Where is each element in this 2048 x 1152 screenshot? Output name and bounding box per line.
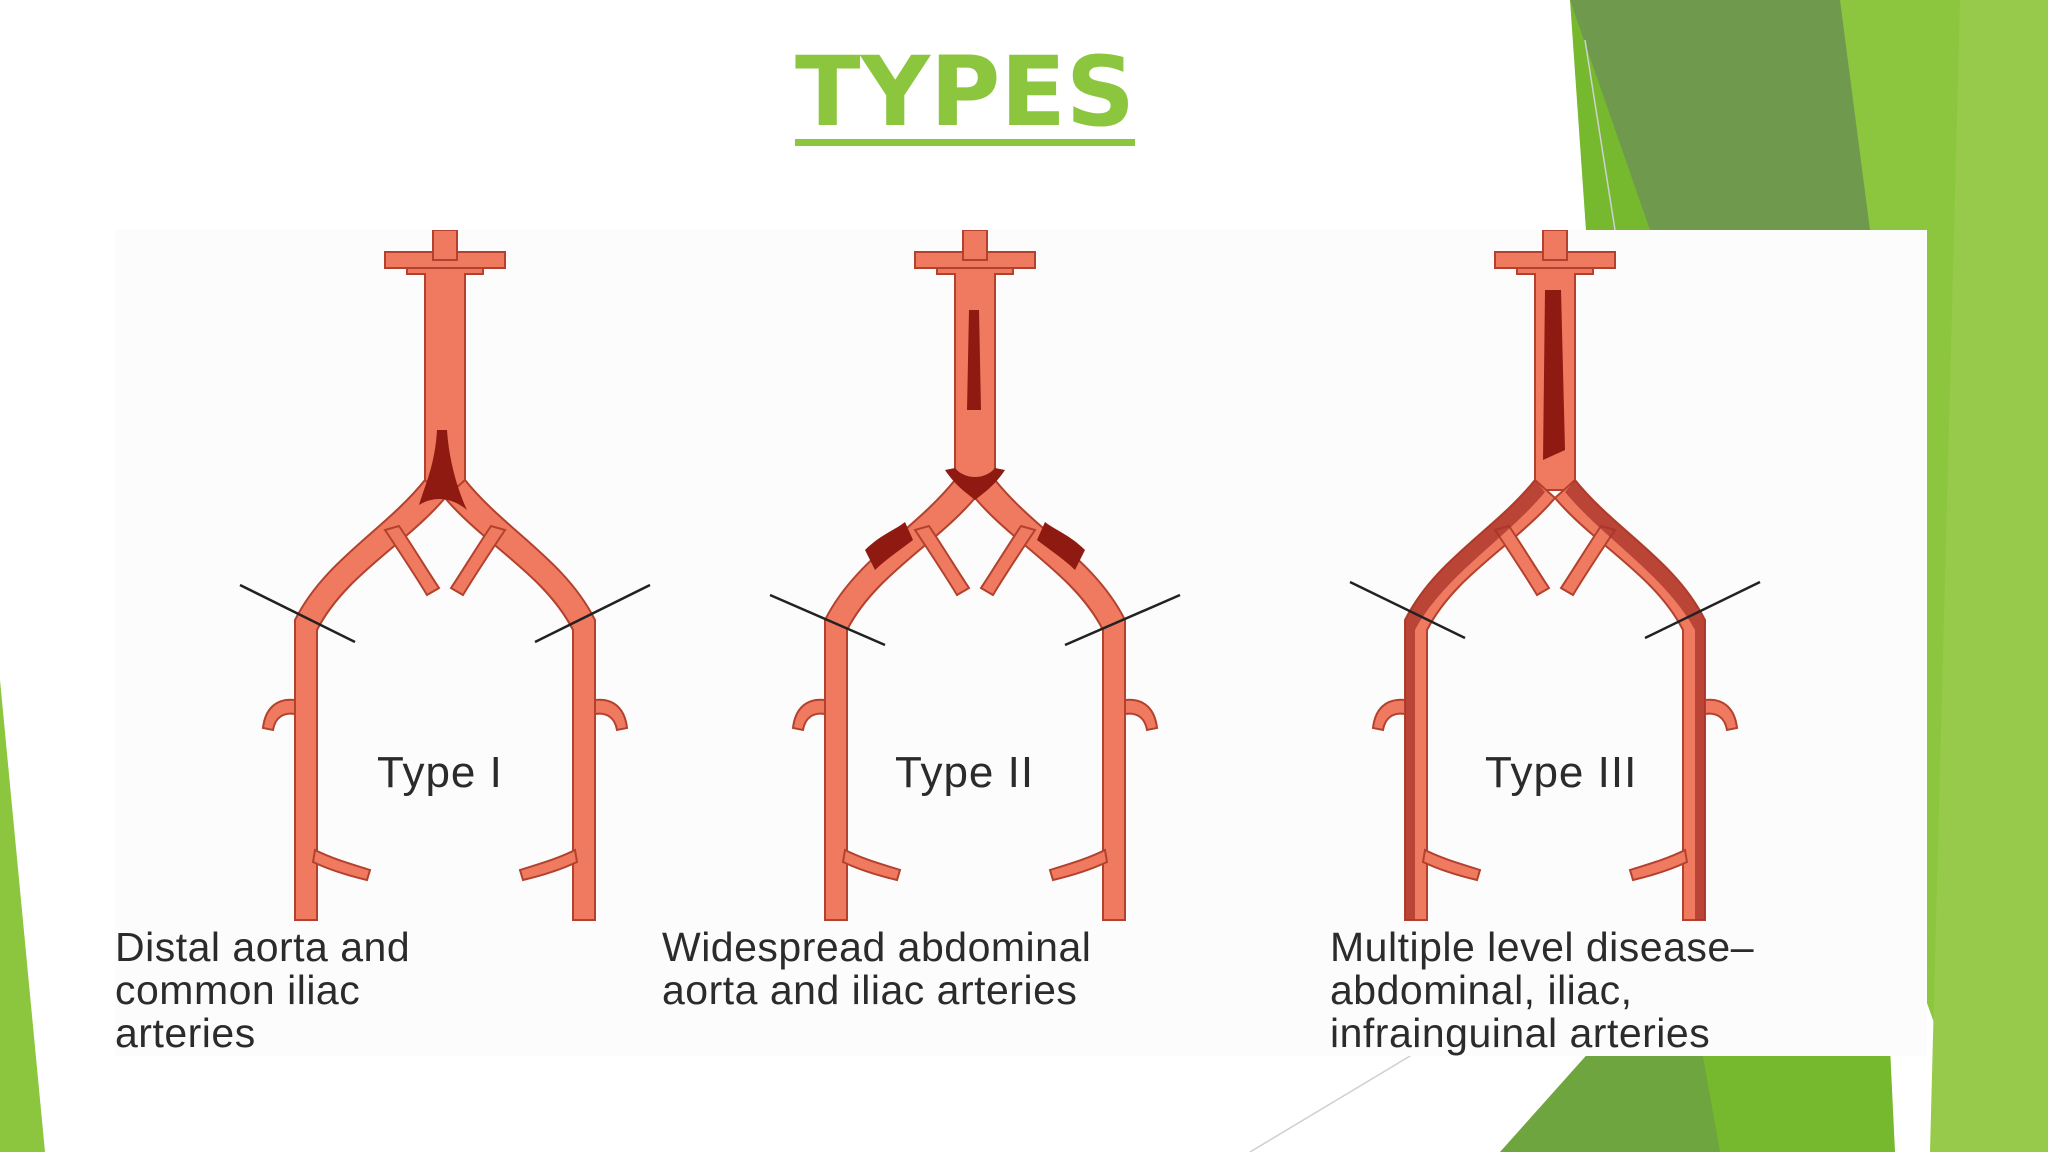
artery-diagram-panel: Type I Type II Type III Distal aorta and… [115, 230, 1927, 1056]
aortoiliac-diagram [239, 230, 1761, 921]
artery-tree-type-2 [769, 230, 1181, 921]
plaque-marker [967, 310, 981, 410]
caption-type-3: Multiple level disease– abdominal, iliac… [1330, 924, 1755, 1056]
artery-tree-type-1 [239, 230, 651, 921]
plaque-marker [1543, 290, 1565, 460]
plaque-marker [1037, 522, 1085, 570]
type-label-3: Type III [1485, 748, 1638, 797]
slide-title: TYPES [794, 36, 1136, 148]
plaque-marker [419, 430, 467, 510]
plaque-marker [1565, 480, 1705, 920]
ligament-line [1644, 580, 1761, 640]
plaque-marker [865, 522, 913, 570]
ligament-line [769, 593, 886, 647]
plaque-marker [1405, 480, 1545, 920]
ligament-line [1349, 580, 1466, 640]
caption-type-2: Widespread abdominal aorta and iliac art… [662, 924, 1092, 1013]
type-label-2: Type II [895, 748, 1035, 797]
ligament-line [534, 583, 651, 644]
ligament-line [1064, 593, 1181, 647]
artery-tree-type-3 [1349, 230, 1761, 921]
caption-type-1: Distal aorta and common iliac arteries [115, 924, 411, 1056]
ligament-line [239, 583, 356, 644]
plaque-marker [945, 468, 1005, 500]
type-label-1: Type I [377, 748, 503, 797]
